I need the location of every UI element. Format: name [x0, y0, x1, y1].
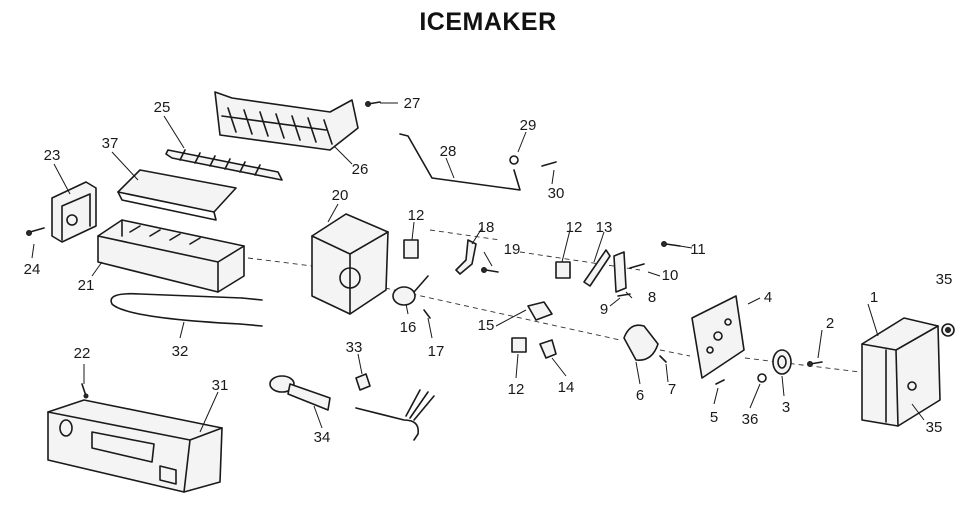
part-30-screw	[541, 161, 557, 167]
callout-34: 34	[314, 429, 331, 446]
callout-7: 7	[668, 381, 676, 398]
callout-9: 9	[600, 301, 608, 318]
callout-32: 32	[172, 343, 189, 360]
part-13-bracket	[583, 249, 611, 287]
callout-20: 20	[332, 187, 349, 204]
part-4-mounting-plate	[691, 295, 745, 379]
part-25-ejector-shaft	[165, 149, 283, 181]
callout-31: 31	[212, 377, 229, 394]
callout-16: 16	[400, 319, 417, 336]
callout-27: 27	[404, 95, 421, 112]
part-3-gear	[772, 349, 792, 375]
part-34-fill-cup	[269, 375, 331, 411]
callout-24: 24	[24, 261, 41, 278]
callout-36: 36	[742, 411, 759, 428]
callout-2: 2	[826, 315, 834, 332]
part-24-screw	[26, 227, 45, 236]
part-21-ice-mold	[97, 219, 245, 293]
callout-12-upper: 12	[408, 207, 425, 224]
part-11-screw	[661, 241, 681, 247]
part-23-bracket	[51, 181, 97, 243]
callout-25: 25	[154, 99, 171, 116]
callout-15: 15	[478, 317, 495, 334]
callout-numbers: 25 27 26 29 28 30 37 23 20 12 18 19 12 1…	[24, 95, 953, 446]
callout-14: 14	[558, 379, 575, 396]
callout-12-middle: 12	[566, 219, 583, 236]
callout-17: 17	[428, 343, 445, 360]
callout-21: 21	[78, 277, 95, 294]
callout-35-bottom: 35	[926, 419, 943, 436]
callout-28: 28	[440, 143, 457, 160]
callout-4: 4	[764, 289, 772, 306]
callout-11: 11	[690, 241, 706, 258]
part-16-thermostat	[392, 275, 429, 306]
callout-19: 19	[504, 241, 521, 258]
callout-33: 33	[346, 339, 363, 356]
part-14-clip	[539, 339, 557, 359]
callout-10: 10	[662, 267, 679, 284]
part-7-screw	[659, 355, 667, 363]
callout-8: 8	[648, 289, 656, 306]
callout-18: 18	[478, 219, 495, 236]
callout-26: 26	[352, 161, 369, 178]
part-8-plate	[613, 251, 627, 293]
callout-6: 6	[636, 387, 644, 404]
callout-13: 13	[596, 219, 613, 236]
part-37-cover	[117, 169, 237, 221]
part-31-front-cover	[47, 399, 223, 493]
callout-23: 23	[44, 147, 61, 164]
part-29-spring	[509, 155, 519, 165]
part-35-knob-top	[941, 323, 955, 337]
part-5-screw	[715, 379, 725, 385]
part-12-switch-lower	[511, 337, 527, 353]
part-36-washer	[757, 373, 767, 383]
part-28-shutoff-arm	[399, 133, 521, 191]
part-17-screw	[423, 309, 431, 319]
part-33-connector	[355, 373, 371, 391]
callout-5: 5	[710, 409, 718, 426]
part-12-switch-upper	[403, 239, 419, 259]
callout-35-top: 35	[936, 271, 953, 288]
callout-22: 22	[74, 345, 91, 362]
part-15-coil	[527, 301, 553, 321]
callout-37: 37	[102, 135, 119, 152]
part-19-screw	[481, 267, 499, 273]
part-1-cover	[861, 317, 941, 427]
callout-12-lower: 12	[508, 381, 525, 398]
part-32-heater	[110, 292, 263, 327]
callout-1: 1	[870, 289, 878, 306]
part-12-switch-middle	[555, 261, 571, 279]
diagram-title: ICEMAKER	[419, 8, 557, 36]
part-6-motor	[623, 324, 659, 361]
callout-29: 29	[520, 117, 537, 134]
part-27-screw	[365, 101, 381, 107]
part-wiring-harness	[355, 389, 435, 441]
part-22-screw	[81, 383, 89, 399]
leader-lines	[31, 102, 925, 433]
callout-3: 3	[782, 399, 790, 416]
part-26-ejector-frame	[214, 91, 359, 151]
part-10-spring	[629, 263, 645, 269]
callout-30: 30	[548, 185, 565, 202]
part-20-housing	[311, 213, 389, 315]
part-2-screw	[807, 361, 823, 367]
part-18-lever	[455, 239, 477, 275]
